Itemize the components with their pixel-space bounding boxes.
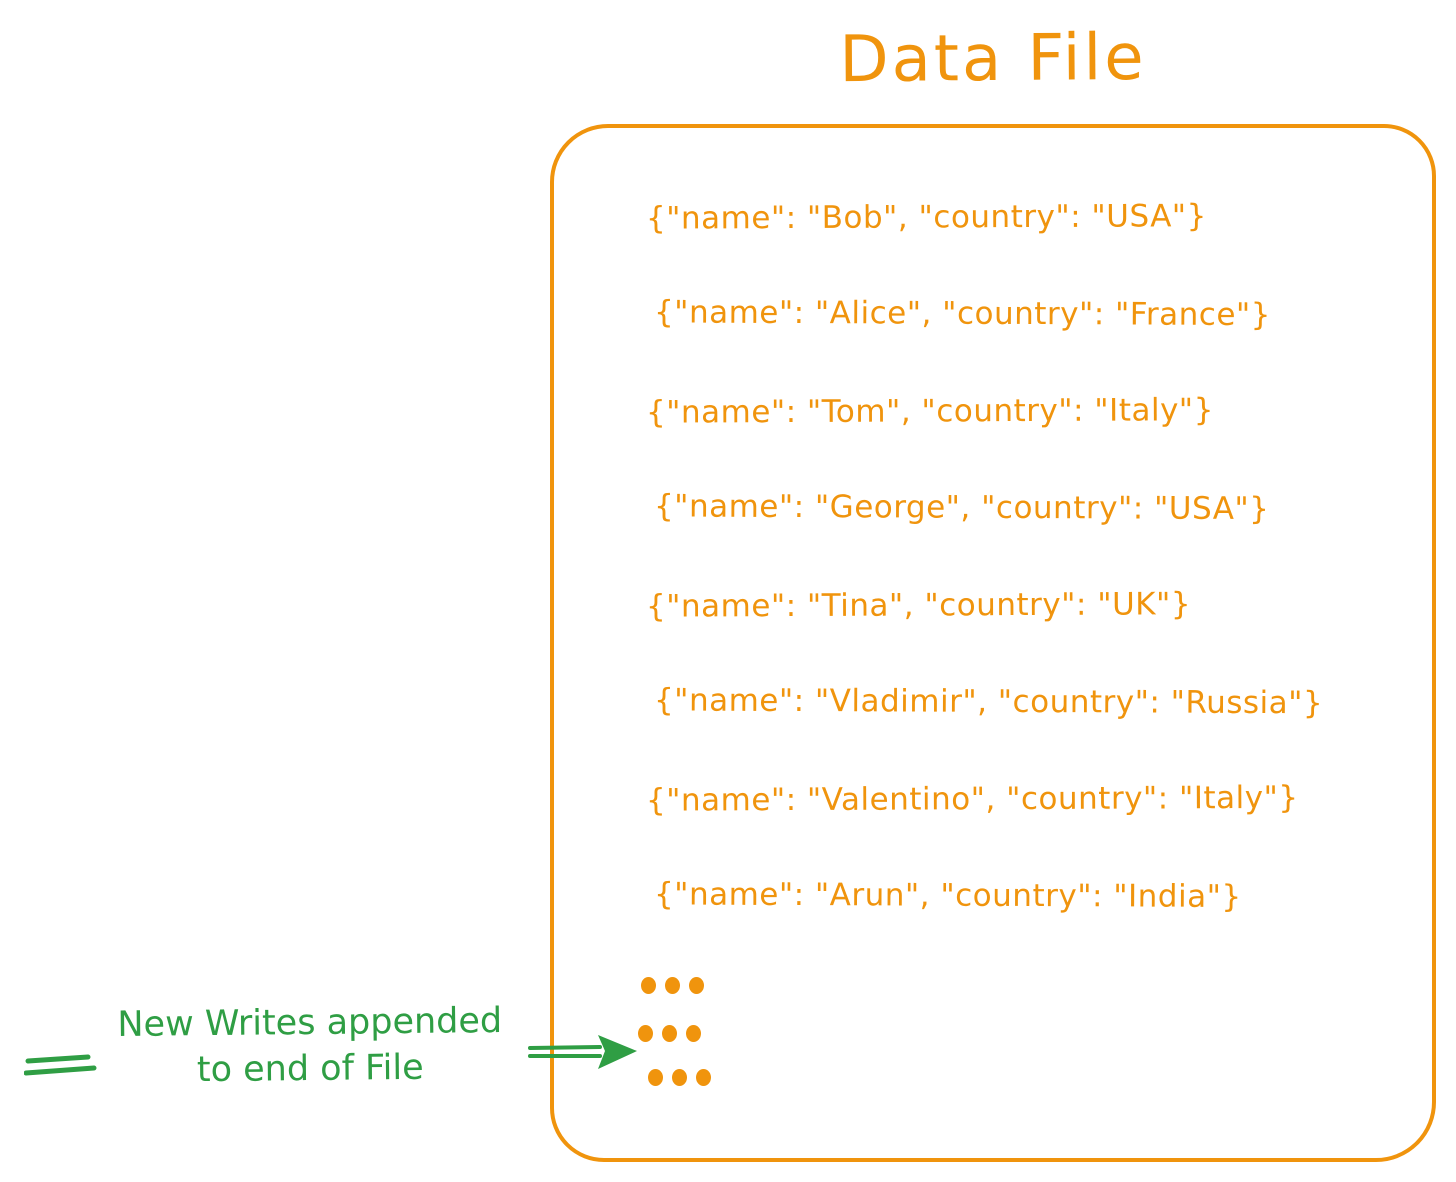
record-line: {"name": "Tom", "country": "Italy"} (645, 391, 1214, 431)
record-line: {"name": "Vladimir", "country": "Russia"… (653, 681, 1324, 721)
record-line: {"name": "Arun", "country": "India"} (653, 875, 1242, 915)
ellipsis-dots-row (648, 1069, 711, 1086)
dot-icon (696, 1069, 711, 1086)
dot-icon (672, 1069, 687, 1086)
record-line: {"name": "George", "country": "USA"} (653, 487, 1270, 527)
data-file-box: {"name": "Bob", "country": "USA"} {"name… (550, 124, 1436, 1162)
ellipsis-dots-row (638, 1025, 701, 1042)
append-annotation: New Writes appended to end of File (95, 998, 526, 1094)
equals-icon (24, 1054, 97, 1076)
dot-icon (638, 1025, 653, 1042)
record-line: {"name": "Tina", "country": "UK"} (645, 585, 1192, 625)
dot-icon (665, 977, 680, 994)
dot-icon (662, 1025, 677, 1042)
dot-icon (641, 977, 656, 994)
dot-icon (689, 977, 704, 994)
annotation-line-2: to end of File (196, 1047, 424, 1091)
annotation-line-1: New Writes appended (117, 1000, 503, 1046)
record-line: {"name": "Alice", "country": "France"} (653, 293, 1271, 333)
append-arrow-icon (528, 1035, 637, 1069)
record-line: {"name": "Valentino", "country": "Italy"… (645, 779, 1299, 819)
dot-icon (686, 1025, 701, 1042)
record-line: {"name": "Bob", "country": "USA"} (645, 197, 1207, 237)
dot-icon (648, 1069, 663, 1086)
diagram-title: Data File (839, 20, 1147, 98)
ellipsis-dots-row (641, 977, 704, 994)
record-list: {"name": "Bob", "country": "USA"} {"name… (646, 168, 1412, 944)
